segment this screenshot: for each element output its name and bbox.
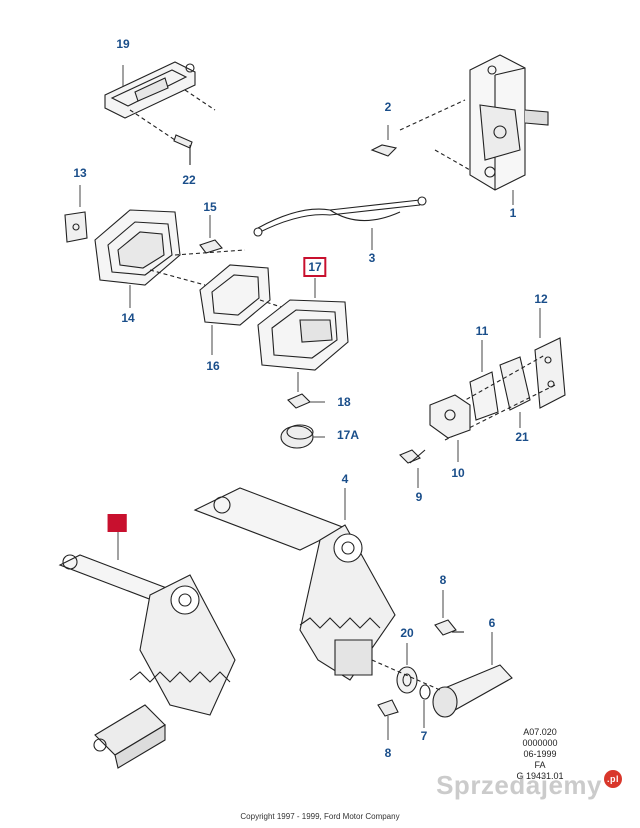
reference-line-4: FA (534, 760, 546, 770)
callout-1: 1 (509, 206, 517, 220)
part-11-bracket (469, 340, 499, 421)
part-8-screw-upper (434, 590, 464, 636)
reference-block: A07.020 0000000 06-1999 FA G 19431.01 (510, 727, 570, 782)
part-9-screw (399, 449, 426, 488)
part-7-clip (419, 684, 431, 728)
part-17a-cap (280, 424, 325, 449)
reference-line-1: A07.020 (523, 727, 557, 737)
part-15-screw (199, 215, 223, 254)
motor (93, 704, 166, 769)
part-20-washer (396, 643, 418, 694)
part-5-regulator (58, 532, 236, 716)
callout-22: 22 (182, 173, 196, 187)
callout-16: 16 (206, 359, 220, 373)
part-1-lock (469, 54, 549, 191)
callout-6: 6 (488, 616, 496, 630)
part-6-winder-handle (432, 632, 513, 718)
copyright-notice: Copyright 1997 - 1999, Ford Motor Compan… (240, 812, 400, 821)
part-8-screw-lower (377, 699, 399, 740)
callout-2: 2 (384, 100, 392, 114)
part-4-regulator (193, 487, 396, 681)
callout-14: 14 (121, 311, 135, 325)
reference-line-3: 06-1999 (523, 749, 557, 759)
callout-17-highlighted: 17 (303, 257, 327, 277)
callout-12: 12 (534, 292, 548, 306)
callout-21: 21 (515, 430, 529, 444)
callout-9: 9 (415, 490, 423, 504)
reference-line-2: 0000000 (522, 738, 558, 748)
part-10-hinge (429, 394, 471, 462)
watermark-text: Sprzedajemy (436, 770, 602, 800)
part-12-plate (534, 308, 566, 409)
callout-11: 11 (475, 324, 489, 338)
part-18-screw (287, 372, 325, 409)
callout-19: 19 (116, 37, 130, 51)
part-21-bracket (499, 356, 531, 428)
callout-17a: 17A (336, 428, 360, 442)
reference-line-5: G 19431.01 (516, 771, 564, 781)
callout-5-highlighted: 5 (107, 514, 127, 532)
callout-20: 20 (400, 626, 414, 640)
part-22-screw (173, 134, 193, 165)
callout-8-upper: 8 (439, 573, 447, 587)
watermark-badge: .pl (604, 770, 622, 788)
part-17-bezel (257, 278, 349, 371)
callout-8-lower: 8 (384, 746, 392, 760)
part-19-handle (104, 61, 196, 119)
callout-18: 18 (337, 395, 351, 409)
callout-7: 7 (420, 729, 428, 743)
callout-15: 15 (203, 200, 217, 214)
part-14-housing (94, 209, 181, 286)
part-2-screw (370, 125, 398, 157)
part-13-clip (64, 185, 88, 243)
callout-4: 4 (341, 472, 349, 486)
part-3-rod (253, 196, 427, 237)
callout-3: 3 (368, 251, 376, 265)
callout-13: 13 (73, 166, 87, 180)
watermark: Sprzedajemy.pl (436, 770, 622, 801)
part-16-seal (199, 264, 271, 326)
callout-10: 10 (451, 466, 465, 480)
